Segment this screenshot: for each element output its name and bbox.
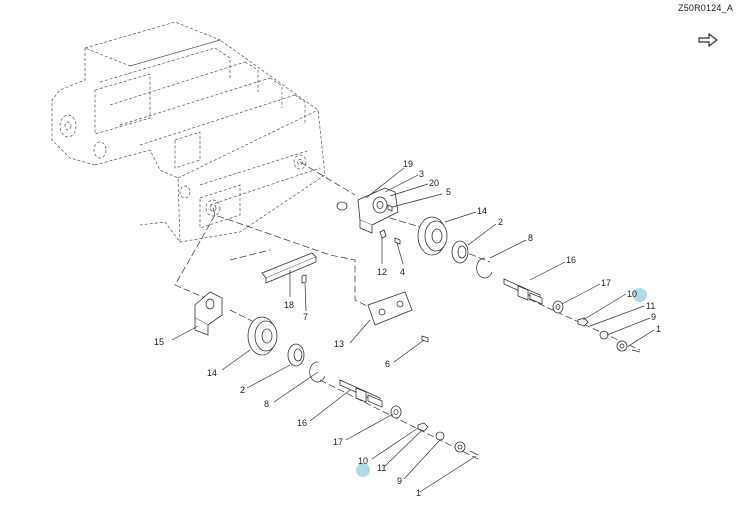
hotspot-10-upper[interactable] [633, 288, 647, 302]
callout-14-lower[interactable]: 14 [207, 368, 217, 378]
plate-13 [367, 291, 413, 326]
shaft-16-upper [503, 278, 543, 305]
callout-7[interactable]: 7 [303, 312, 308, 322]
callout-16-upper[interactable]: 16 [566, 255, 576, 265]
pulley-14-upper [417, 216, 448, 256]
callout-9-upper[interactable]: 9 [651, 312, 656, 322]
tie-bar-18 [261, 252, 317, 284]
screw-7 [301, 274, 307, 284]
callout-2-upper[interactable]: 2 [498, 217, 503, 227]
leader-lines [171, 167, 655, 493]
bearing-2-lower [287, 343, 305, 367]
drawing-reference-code: Z50R0124_A [678, 3, 734, 13]
arrow-right-icon[interactable] [697, 32, 719, 48]
bracket-15 [194, 291, 223, 336]
bolt-5 [387, 204, 393, 212]
callout-8-lower[interactable]: 8 [264, 399, 269, 409]
callout-10-lower[interactable]: 10 [358, 456, 368, 466]
nut-11-lower [417, 422, 429, 432]
callout-15[interactable]: 15 [154, 337, 164, 347]
callout-11-lower[interactable]: 11 [377, 463, 386, 473]
lock-nut-1-upper [616, 340, 628, 352]
pin-1-upper [631, 349, 641, 353]
callout-2-lower[interactable]: 2 [240, 385, 245, 395]
washer-9-lower [435, 431, 445, 441]
callout-11-upper[interactable]: 11 [646, 301, 655, 311]
bolt-19 [336, 201, 348, 211]
callout-1-lower[interactable]: 1 [416, 488, 421, 498]
washer-17-lower [390, 405, 402, 419]
callout-20[interactable]: 20 [429, 178, 439, 188]
washer-9-upper [599, 330, 609, 340]
pulley-14-lower [247, 316, 278, 356]
upper-bracket-19 [357, 187, 399, 234]
callout-13[interactable]: 13 [334, 339, 344, 349]
shaft-16-lower [339, 379, 383, 408]
callout-6[interactable]: 6 [385, 359, 390, 369]
snap-ring-8-lower [309, 361, 326, 383]
lock-nut-1-lower [454, 441, 466, 453]
callout-18[interactable]: 18 [284, 300, 294, 310]
callout-8-upper[interactable]: 8 [528, 233, 533, 243]
callout-10-upper[interactable]: 10 [627, 289, 637, 299]
chassis-frame [51, 21, 326, 243]
callout-16-lower[interactable]: 16 [297, 418, 307, 428]
callout-12[interactable]: 12 [377, 267, 387, 277]
callout-19[interactable]: 19 [403, 159, 413, 169]
callout-17-upper[interactable]: 17 [601, 278, 611, 288]
callout-labels: 19 3 20 5 14 2 8 16 12 4 17 10 11 9 1 18… [154, 159, 661, 498]
callout-9-lower[interactable]: 9 [397, 476, 402, 486]
callout-17-lower[interactable]: 17 [333, 437, 343, 447]
callout-5[interactable]: 5 [446, 187, 451, 197]
callout-3[interactable]: 3 [419, 169, 424, 179]
callout-14-upper[interactable]: 14 [477, 206, 487, 216]
callout-4[interactable]: 4 [400, 267, 405, 277]
snap-ring-8-upper [476, 257, 493, 279]
hotspot-10-lower[interactable] [356, 463, 370, 477]
pin-1-lower [469, 450, 479, 456]
callout-1-upper[interactable]: 1 [656, 324, 661, 334]
bearing-2-upper [451, 240, 469, 264]
bolt-4 [394, 237, 401, 245]
bolt-12 [379, 229, 387, 239]
washer-17-upper [552, 300, 564, 314]
nut-11-upper [577, 317, 589, 327]
